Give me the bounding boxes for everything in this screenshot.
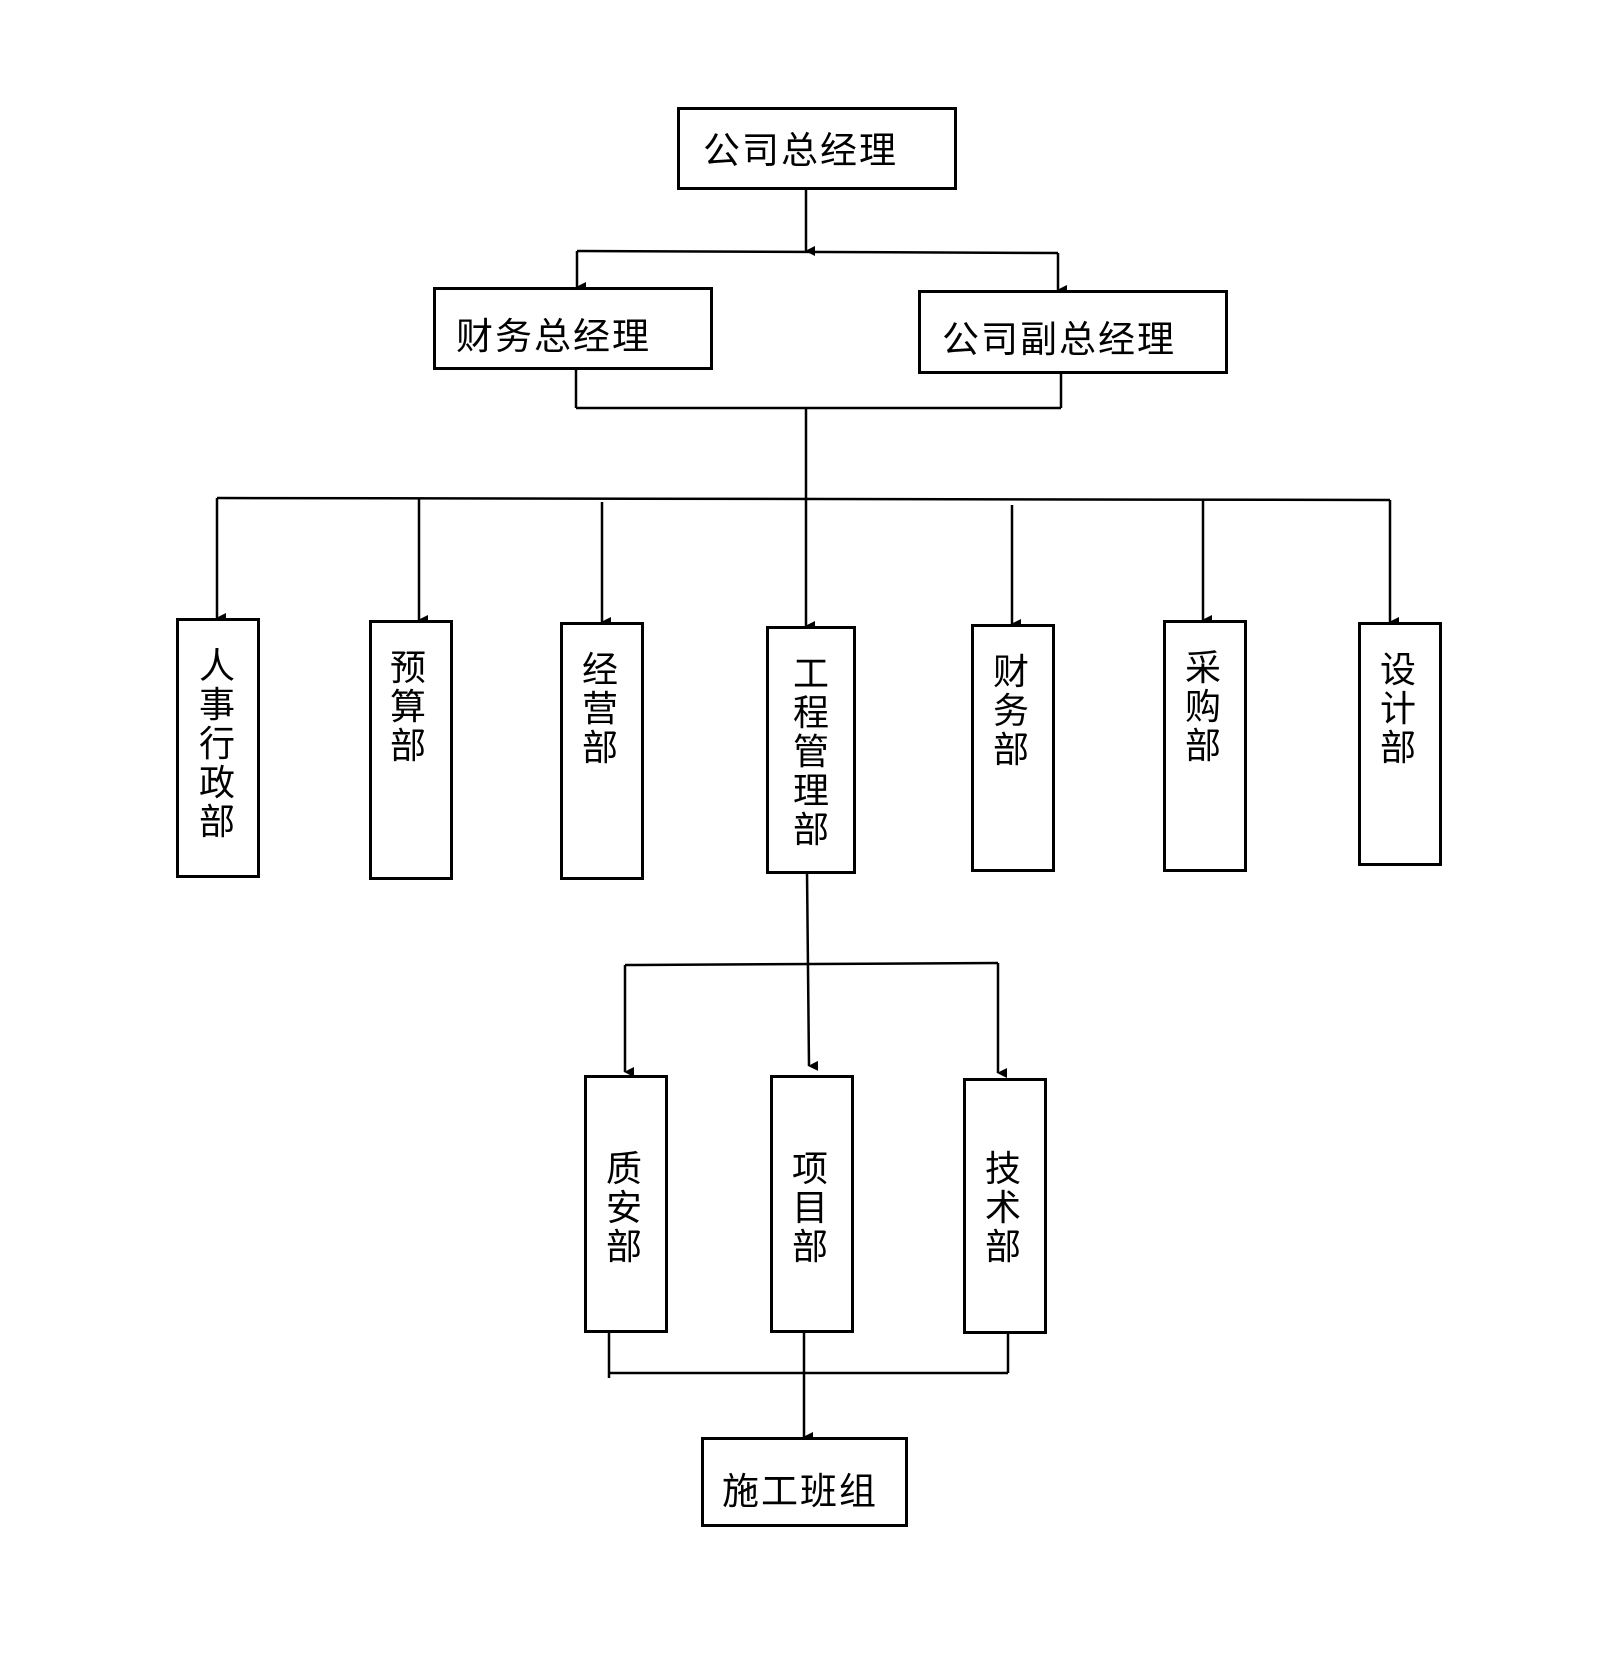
subdepartment-technical-box: 技术部 xyxy=(963,1078,1047,1334)
general-manager-box: 公司总经理 xyxy=(677,107,957,190)
department-procurement-label: 采购部 xyxy=(1184,648,1221,767)
department-finance-box: 财务部 xyxy=(971,624,1055,872)
line-department-bus xyxy=(216,496,1391,502)
subdepartment-project-box: 项目部 xyxy=(770,1075,854,1333)
line-engineering-down xyxy=(805,871,819,1071)
subdepartment-quality-safety-label: 质安部 xyxy=(605,1149,642,1268)
finance-general-manager-label: 财务总经理 xyxy=(456,315,651,358)
department-design-label: 设计部 xyxy=(1379,650,1416,769)
department-design-box: 设计部 xyxy=(1358,622,1442,866)
department-budget-box: 预算部 xyxy=(369,620,453,880)
department-business-label: 经营部 xyxy=(581,650,618,769)
department-hr-admin-box: 人事行政部 xyxy=(176,618,260,878)
department-engineering-box: 工程管理部 xyxy=(766,626,856,874)
subdepartment-quality-safety-box: 质安部 xyxy=(584,1075,668,1333)
department-engineering-label: 工程管理部 xyxy=(792,654,829,851)
deputy-general-manager-label: 公司副总经理 xyxy=(942,318,1176,361)
line-sub-bus xyxy=(624,961,999,967)
subdepartment-project-label: 项目部 xyxy=(791,1149,828,1268)
department-budget-label: 预算部 xyxy=(389,648,426,767)
deputy-general-manager-box: 公司副总经理 xyxy=(918,290,1228,374)
department-finance-label: 财务部 xyxy=(992,652,1029,771)
subdepartment-technical-label: 技术部 xyxy=(984,1149,1021,1268)
finance-general-manager-box: 财务总经理 xyxy=(433,287,713,370)
general-manager-label: 公司总经理 xyxy=(703,129,898,172)
construction-team-box: 施工班组 xyxy=(701,1437,908,1527)
department-hr-admin-label: 人事行政部 xyxy=(198,646,235,843)
department-business-box: 经营部 xyxy=(560,622,644,880)
line-top-split xyxy=(576,249,1059,255)
construction-team-label: 施工班组 xyxy=(722,1470,878,1513)
department-procurement-box: 采购部 xyxy=(1163,620,1247,872)
